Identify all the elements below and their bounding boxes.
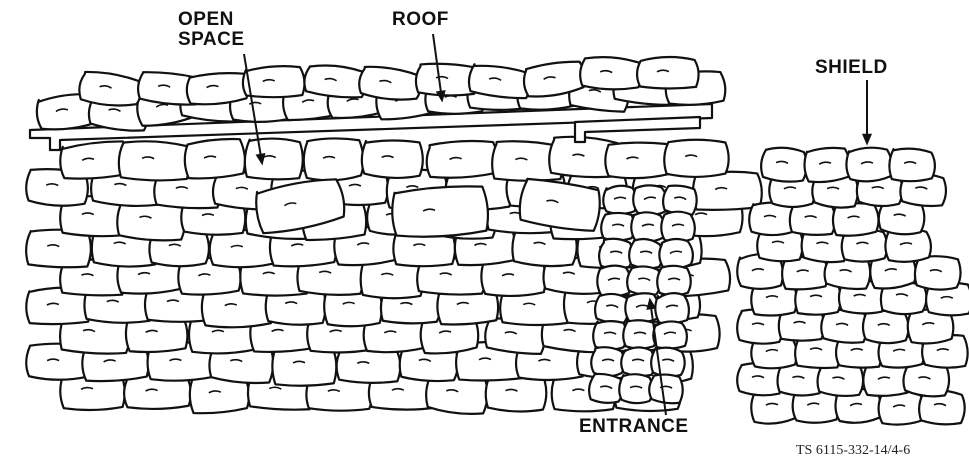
sandbag xyxy=(361,140,423,179)
sandbag xyxy=(664,139,729,178)
sandbag xyxy=(244,137,304,180)
sandbag xyxy=(650,346,686,377)
sandbag xyxy=(863,311,909,344)
sandbag xyxy=(845,146,893,183)
label-shield: SHIELD xyxy=(815,58,888,78)
sandbag xyxy=(183,138,246,180)
sandbag xyxy=(118,140,191,182)
sandbag xyxy=(637,56,699,89)
figure-id: TS 6115-332-14/4-6 xyxy=(796,443,910,459)
bunker-wall xyxy=(25,135,762,415)
sandbag xyxy=(654,292,690,325)
sandbag xyxy=(760,146,808,183)
sandbag xyxy=(649,374,683,404)
sandbag xyxy=(591,347,625,377)
roof xyxy=(30,56,726,150)
shield-wall xyxy=(736,146,969,426)
sandbag xyxy=(391,184,490,239)
label-entrance: ENTRANCE xyxy=(579,417,689,437)
sandbag xyxy=(605,141,672,179)
sandbag xyxy=(657,266,691,296)
arrow-head xyxy=(863,135,870,143)
label-open-space-line1: OPEN xyxy=(178,10,245,30)
sandbag xyxy=(303,138,363,181)
sandbag xyxy=(621,347,655,376)
sandbag xyxy=(579,56,642,91)
sandbag xyxy=(603,185,637,214)
label-open-space: OPEN SPACE xyxy=(178,10,245,50)
sandbag xyxy=(601,212,636,241)
sandbag xyxy=(619,374,653,404)
label-open-space-line2: SPACE xyxy=(178,30,245,50)
sandbag xyxy=(652,320,688,350)
sandbag xyxy=(623,320,657,349)
sandbag xyxy=(661,211,696,242)
sandbag xyxy=(803,146,851,183)
sandbag xyxy=(186,71,250,106)
sandbag xyxy=(426,139,499,179)
label-roof: ROOF xyxy=(392,10,449,30)
sandbag xyxy=(889,148,935,181)
